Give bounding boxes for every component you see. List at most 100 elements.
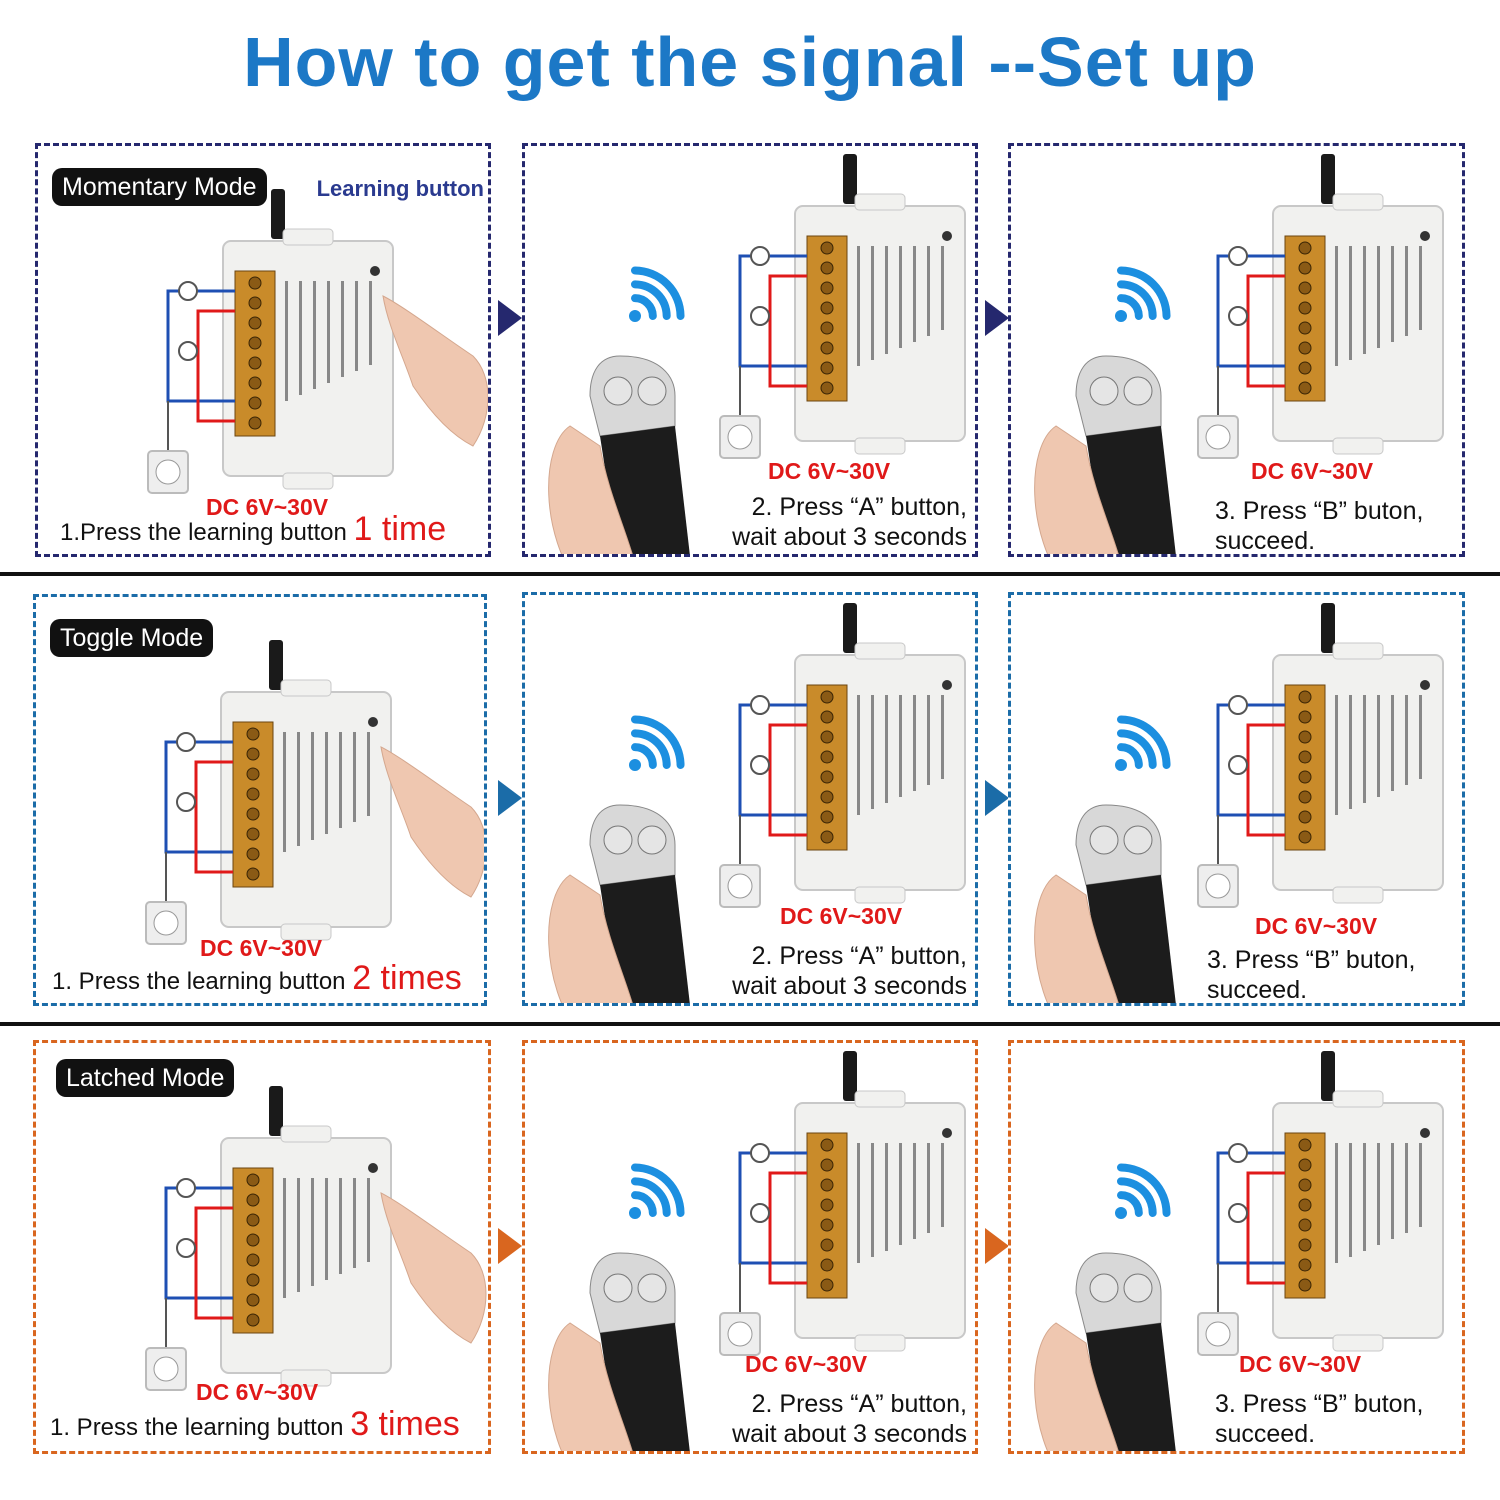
- label-text-line: [899, 246, 902, 348]
- row-separator: [0, 572, 1500, 576]
- terminal-screw: [248, 296, 262, 310]
- toggle-step3-panel: DC 6V~30V 3. Press “B” buton,succeed.: [1008, 592, 1465, 1006]
- wireless-signal-icon: [629, 715, 685, 771]
- terminal-block: [806, 684, 848, 851]
- wireless-signal-icon: [629, 266, 685, 322]
- terminal-screw: [820, 321, 834, 335]
- terminal-screw: [1298, 790, 1312, 804]
- bulb-icon: [1228, 246, 1248, 266]
- antenna-icon: [843, 603, 857, 653]
- terminal-screw: [1298, 341, 1312, 355]
- row-separator: [0, 1022, 1500, 1026]
- remote-control: [1034, 804, 1176, 1003]
- remote-button-b-icon: [1123, 1273, 1153, 1303]
- label-text-line: [367, 1178, 370, 1262]
- next-arrow-icon: [985, 780, 1009, 816]
- terminal-screw: [248, 276, 262, 290]
- remote-body: [600, 875, 690, 1003]
- blue-wire: [738, 254, 807, 368]
- socket-face: [727, 873, 753, 899]
- signal-arc: [1117, 1163, 1171, 1217]
- momentary-step2-panel: DC 6V~30V 2. Press “A” button,wait about…: [522, 143, 978, 557]
- terminal-block: [806, 235, 848, 402]
- label-text-line: [327, 281, 330, 383]
- label-text-line: [1391, 246, 1394, 342]
- remote-press-b-illustration: [1034, 603, 1444, 1003]
- mount-tab: [1332, 437, 1384, 455]
- hand-shape: [380, 746, 484, 898]
- label-text-line: [1335, 1143, 1338, 1263]
- signal-arc: [631, 715, 685, 769]
- holding-hand: [548, 425, 633, 554]
- label-text-line: [285, 281, 288, 401]
- wireless-signal-icon: [1115, 715, 1171, 771]
- terminal-screw: [1298, 750, 1312, 764]
- terminal-screw: [1298, 321, 1312, 335]
- remote-control: [548, 1252, 690, 1451]
- bulb-icon: [178, 341, 198, 361]
- latched-step1-panel: Latched Mode DC 6V~30V 1. Press the lear…: [33, 1040, 491, 1454]
- socket-face: [727, 424, 753, 450]
- pressing-hand-icon: [380, 1192, 487, 1344]
- bulb-icon: [750, 246, 770, 266]
- terminal-screw: [820, 301, 834, 315]
- signal-arc: [631, 729, 671, 769]
- step1-caption: 1.Press the learning button 1 time: [60, 510, 447, 548]
- bulb-icon: [750, 1143, 770, 1163]
- label-text-line: [1405, 246, 1408, 336]
- label-text-line: [1405, 1143, 1408, 1233]
- press-count: 3 times: [350, 1405, 460, 1443]
- terminal-screw: [820, 381, 834, 395]
- latched-step3-panel: DC 6V~30V 3. Press “B” buton,succeed.: [1008, 1040, 1465, 1454]
- antenna-icon: [269, 1086, 283, 1136]
- terminal-screw: [246, 1193, 260, 1207]
- mode-label: Latched Mode: [56, 1059, 235, 1097]
- terminal-screw: [246, 867, 260, 881]
- mode-label: Toggle Mode: [50, 619, 214, 657]
- label-text-line: [941, 246, 944, 330]
- terminal-screw: [1298, 1278, 1312, 1292]
- terminal-screw: [246, 807, 260, 821]
- terminal-screw: [246, 767, 260, 781]
- mount-tab: [1332, 193, 1384, 211]
- remote-button-b-icon: [637, 376, 667, 406]
- relay-module: [719, 1051, 966, 1356]
- bulb-icon: [178, 281, 198, 301]
- label-text-line: [1363, 1143, 1366, 1251]
- blue-wire: [738, 703, 807, 817]
- label-text-line: [1363, 246, 1366, 354]
- terminal-block: [1284, 1132, 1326, 1299]
- terminal-screw: [1298, 361, 1312, 375]
- toggle-step1-panel: Toggle Mode DC 6V~30V 1. Press the learn…: [33, 594, 487, 1006]
- terminal-screw: [820, 690, 834, 704]
- mount-tab: [280, 1369, 332, 1387]
- red-wire: [1246, 1171, 1285, 1285]
- step1-caption: 1. Press the learning button 2 times: [52, 959, 462, 997]
- toggle-step2-panel: DC 6V~30V 2. Press “A” button,wait about…: [522, 592, 978, 1006]
- label-text-line: [927, 1143, 930, 1233]
- mount-tab: [280, 1125, 332, 1143]
- wireless-signal-icon: [1115, 266, 1171, 322]
- label-text-line: [1377, 695, 1380, 797]
- label-text-line: [913, 1143, 916, 1239]
- mount-tab: [1332, 1334, 1384, 1352]
- led-icon: [1420, 1128, 1430, 1138]
- remote-control: [1034, 1252, 1176, 1451]
- remote-metal-top: [1075, 1252, 1162, 1334]
- step3-caption: 3. Press “B” buton,succeed.: [1215, 497, 1424, 555]
- label-text-line: [297, 1178, 300, 1292]
- step1-caption: 1. Press the learning button 3 times: [50, 1405, 460, 1443]
- signal-dot: [629, 1207, 641, 1219]
- terminal-screw: [820, 1278, 834, 1292]
- antenna-icon: [1321, 1051, 1335, 1101]
- red-wire: [194, 760, 233, 874]
- voltage-label: DC 6V~30V: [780, 903, 903, 929]
- label-text-line: [871, 246, 874, 360]
- terminal-block: [232, 721, 274, 888]
- terminal-screw: [820, 341, 834, 355]
- antenna-icon: [269, 640, 283, 690]
- terminal-screw: [248, 356, 262, 370]
- mount-tab: [1332, 1090, 1384, 1108]
- terminal-screw: [820, 261, 834, 275]
- label-text-line: [1335, 695, 1338, 815]
